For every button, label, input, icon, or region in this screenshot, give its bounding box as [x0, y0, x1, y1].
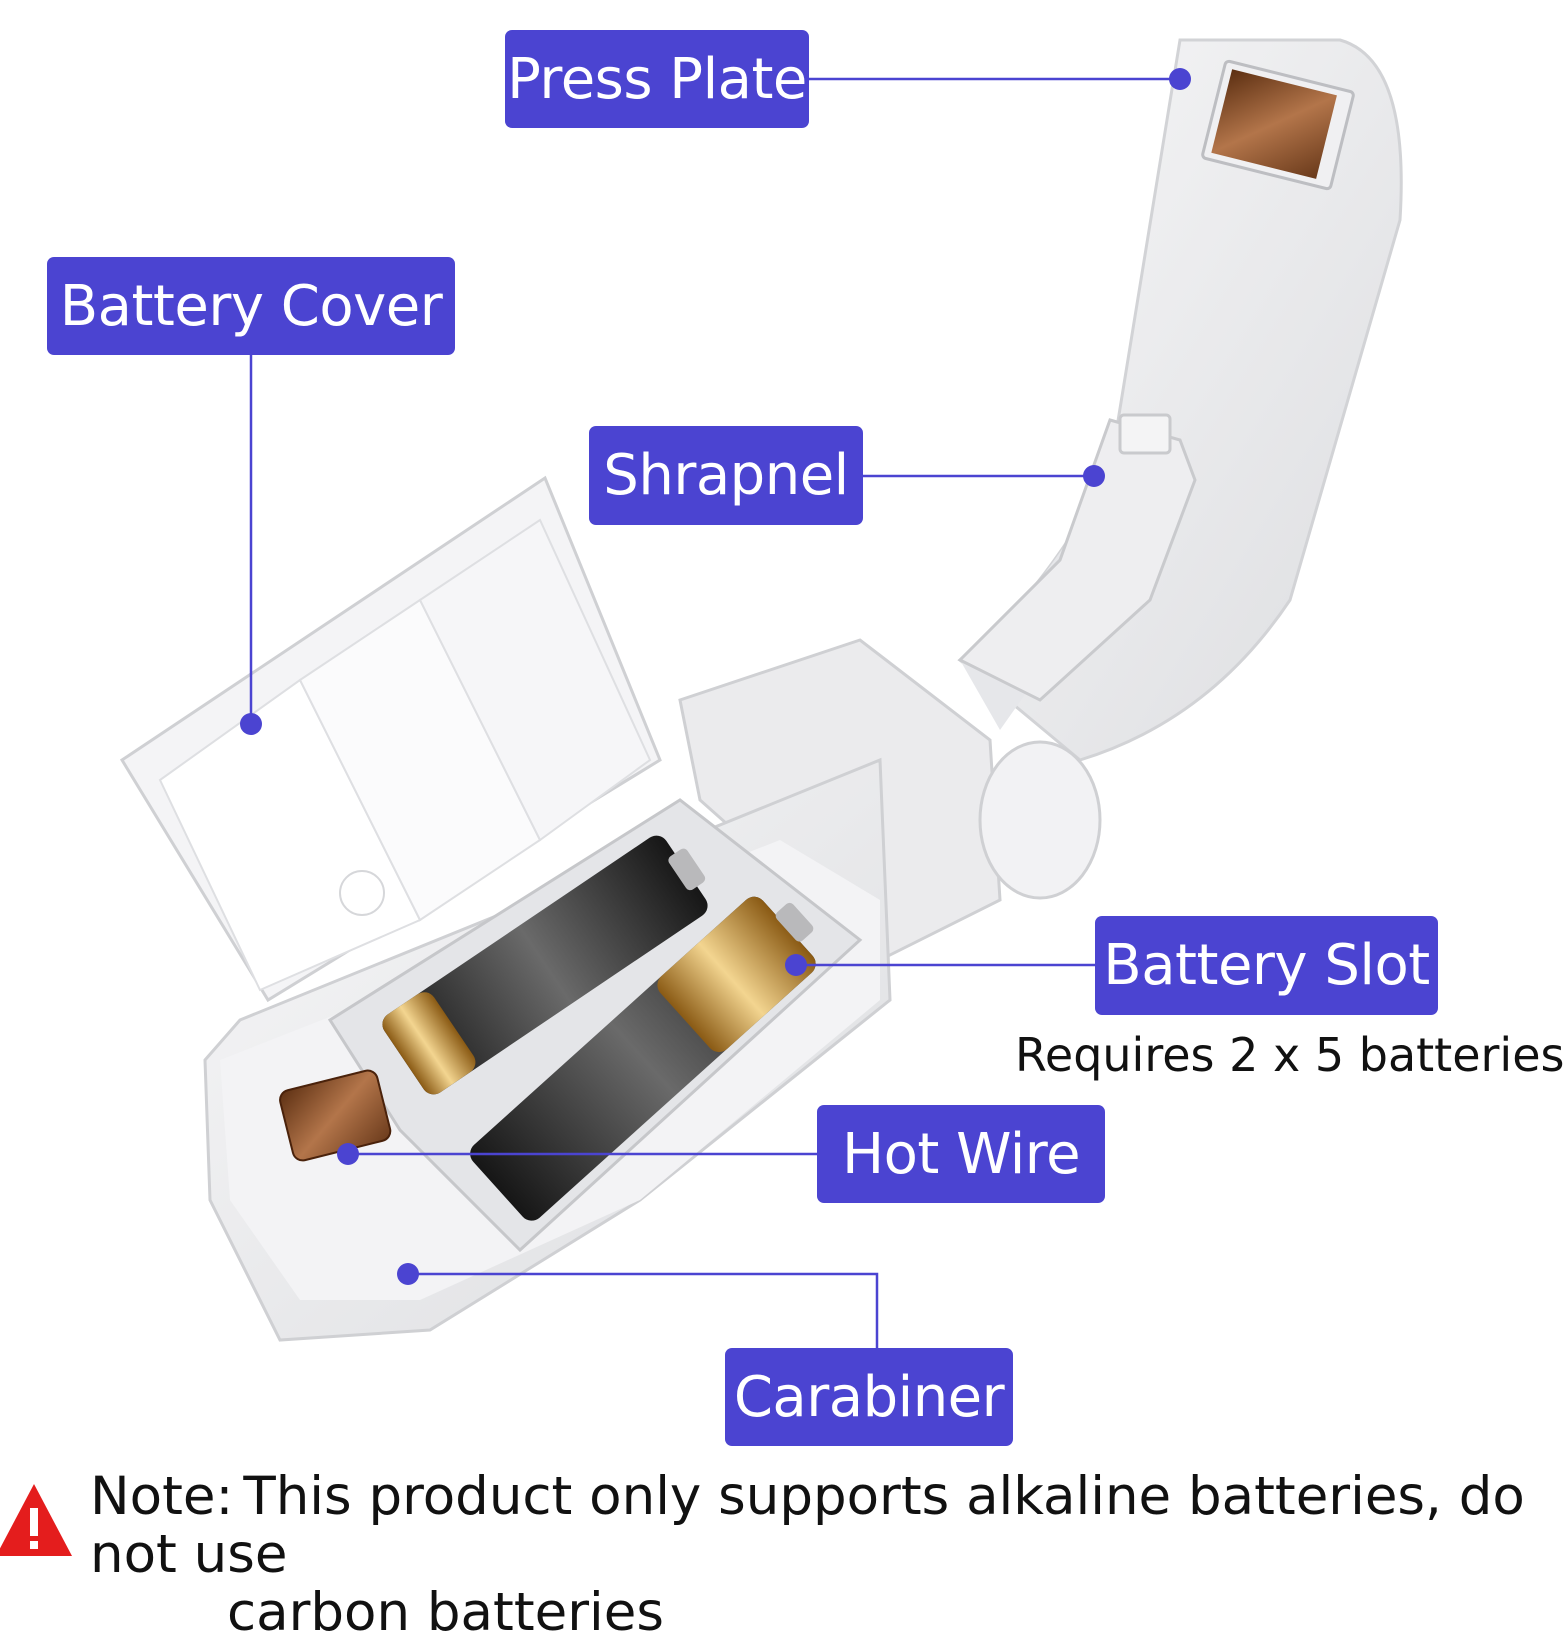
battery-1: [382, 835, 708, 1095]
battery-cover-label: Battery Cover: [47, 257, 455, 355]
carabiner-label: Carabiner: [725, 1348, 1013, 1446]
dot-carabiner: [397, 1263, 419, 1285]
connector-carabiner: [408, 1272, 879, 1348]
battery-cover: [119, 475, 662, 1003]
connector-lines: [249, 77, 1180, 1348]
battery-note: Note:This product only supports alkaline…: [90, 1468, 1560, 1642]
shrapnel-label: Shrapnel: [589, 426, 863, 525]
sealer-illustration: [119, 38, 1403, 1348]
note-prefix: Note:: [90, 1466, 234, 1527]
press-plate-label: Press Plate: [505, 30, 809, 128]
dot-press-plate: [1169, 68, 1191, 90]
note-line-1: This product only supports alkaline batt…: [90, 1466, 1525, 1585]
upper-arm: [957, 38, 1403, 762]
dot-battery-slot: [785, 954, 807, 976]
battery-requirement-caption: Requires 2 x 5 batteries: [1015, 1028, 1565, 1082]
press-plate: [1201, 59, 1355, 191]
dot-shrapnel: [1083, 465, 1105, 487]
connector-dots: [240, 68, 1191, 1285]
battery-slot-label: Battery Slot: [1095, 916, 1438, 1015]
hot-wire-label: Hot Wire: [817, 1105, 1105, 1203]
warning-triangle-icon: [0, 1484, 72, 1556]
dot-battery-cover: [240, 713, 262, 735]
dot-hot-wire: [337, 1143, 359, 1165]
note-line-2: carbon batteries: [227, 1582, 664, 1643]
battery-2: [470, 896, 816, 1221]
diagram-stage: Press Plate Battery Cover Shrapnel Batte…: [0, 30, 1565, 1642]
